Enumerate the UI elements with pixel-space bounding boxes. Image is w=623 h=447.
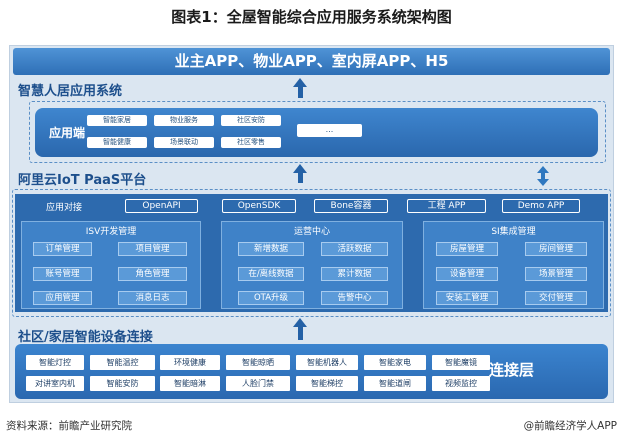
up-arrow-bottom: [293, 318, 307, 340]
device-chip: 对讲室内机: [26, 376, 84, 391]
app-chip: 场景联动: [154, 137, 214, 148]
panel-item: 安装工管理: [436, 291, 498, 305]
panel-item: 告警中心: [321, 291, 388, 305]
panel-item: 房间管理: [525, 242, 587, 256]
device-chip: 智能灯控: [26, 355, 84, 370]
device-chip: 智能机器人: [296, 355, 358, 370]
device-chip: 智能温控: [90, 355, 155, 370]
panel-item: 房屋管理: [436, 242, 498, 256]
panel-item: 累计数据: [321, 267, 388, 281]
panel-item: 在/离线数据: [238, 267, 304, 281]
panel-item: 消息日志: [118, 291, 187, 305]
double-arrow-icon: [537, 166, 549, 186]
device-chip: 智能安防: [90, 376, 155, 391]
device-chip: 环境健康: [160, 355, 220, 370]
app-chip: 智能健康: [87, 137, 147, 148]
figure-title: 图表1：全屋智能综合应用服务系统架构图: [171, 8, 452, 26]
panel-item: 账号管理: [33, 267, 92, 281]
paas-row-label: 应用对接: [46, 203, 83, 213]
panel-item: 订单管理: [33, 242, 92, 256]
device-chip: 智能暗淋: [160, 376, 220, 391]
api-chip: 工程 APP: [407, 199, 486, 213]
device-chip: 智能梯控: [296, 376, 358, 391]
device-chip: 智能家电: [364, 355, 426, 370]
panel-item: 设备管理: [436, 267, 498, 281]
top-app-bar: 业主APP、物业APP、室内屏APP、H5: [13, 48, 610, 75]
panel-item: 应用管理: [33, 291, 92, 305]
source-note: 资料来源：前瞻产业研究院: [6, 420, 132, 432]
device-chip: 智能道闸: [364, 376, 426, 391]
panel-item: 交付管理: [525, 291, 587, 305]
panel-item: OTA升级: [238, 291, 304, 305]
api-chip: Bone容器: [314, 199, 388, 213]
app-chip: 物业服务: [154, 115, 214, 126]
panel-item: 场景管理: [525, 267, 587, 281]
brand-credit: @前瞻经济学人APP: [523, 420, 617, 432]
api-chip: OpenSDK: [222, 199, 296, 213]
paas-label: 阿里云IoT PaaS平台: [18, 173, 147, 188]
device-chip: 智能魔镜: [432, 355, 490, 370]
panel-title: SI集成管理: [491, 227, 536, 237]
app-layer-label: 应用端: [49, 126, 86, 140]
api-chip: Demo APP: [502, 199, 580, 213]
device-chip: 智能晾晒: [226, 355, 290, 370]
connection-layer-label: 连接层: [489, 361, 535, 379]
up-arrow-top: [293, 78, 307, 98]
app-chip: 社区零售: [221, 137, 281, 148]
panel-item: 角色管理: [118, 267, 187, 281]
app-chip-more: ...: [297, 124, 362, 137]
app-chip: 智能家居: [87, 115, 147, 126]
smart-home-dashed-box: [29, 101, 606, 163]
device-chip: 人脸门禁: [226, 376, 290, 391]
panel-item: 项目管理: [118, 242, 187, 256]
smart-home-label: 智慧人居应用系统: [18, 84, 123, 99]
panel-item: 活跃数据: [321, 242, 388, 256]
device-chip: 视频监控: [432, 376, 490, 391]
api-chip: OpenAPI: [125, 199, 198, 213]
up-arrow-middle: [293, 164, 307, 183]
paas-dashed-box: [12, 189, 611, 317]
device-label: 社区/家居智能设备连接: [18, 330, 153, 345]
panel-item: 新增数据: [238, 242, 304, 256]
app-chip: 社区安防: [221, 115, 281, 126]
panel-title: 运营中心: [293, 227, 330, 237]
panel-title: ISV开发管理: [85, 227, 137, 237]
